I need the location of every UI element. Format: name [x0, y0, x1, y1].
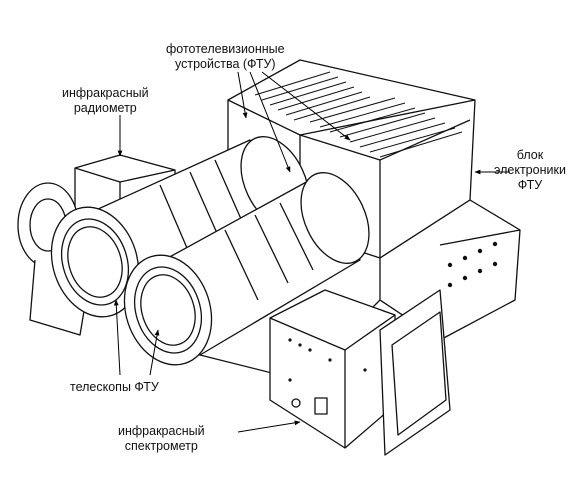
leader-ftu-devices-2: [249, 71, 291, 173]
ir-spectrometer: [269, 289, 451, 456]
label-ftu-telescopes: телескопы ФТУ: [70, 380, 159, 395]
label-ir-radiometer-line1: инфракрасный: [62, 86, 149, 100]
leader-ftu-devices-1: [237, 71, 248, 119]
label-ir-radiometer: инфракрасный радиометр: [62, 86, 149, 116]
label-ftu-devices-line2: устройства (ФТУ): [175, 57, 276, 71]
label-ftu-electronics-line3: ФТУ: [517, 178, 543, 192]
label-ftu-devices: фототелевизионные устройства (ФТУ): [166, 42, 285, 72]
label-ir-spectrometer-line2: спектрометр: [124, 439, 198, 453]
label-ir-spectrometer: инфракрасный спектрометр: [118, 424, 205, 454]
leader-ftu-telescopes-2: [149, 329, 160, 376]
leader-ftu-telescopes-1: [113, 299, 121, 376]
ftu-telescope-2: [123, 172, 370, 366]
label-ir-spectrometer-line1: инфракрасный: [118, 424, 205, 438]
leader-ir-spectrometer: [237, 420, 301, 433]
label-ftu-electronics-line1: блок: [516, 148, 544, 162]
label-ftu-electronics-line2: электроники: [494, 163, 566, 177]
leader-ftu-devices-3: [261, 71, 351, 141]
label-ftu-electronics: блок электроники ФТУ: [494, 148, 566, 193]
label-ir-radiometer-line2: радиометр: [73, 101, 137, 115]
label-ftu-devices-line1: фототелевизионные: [166, 42, 285, 56]
label-ftu-telescopes-line1: телескопы ФТУ: [70, 380, 159, 394]
